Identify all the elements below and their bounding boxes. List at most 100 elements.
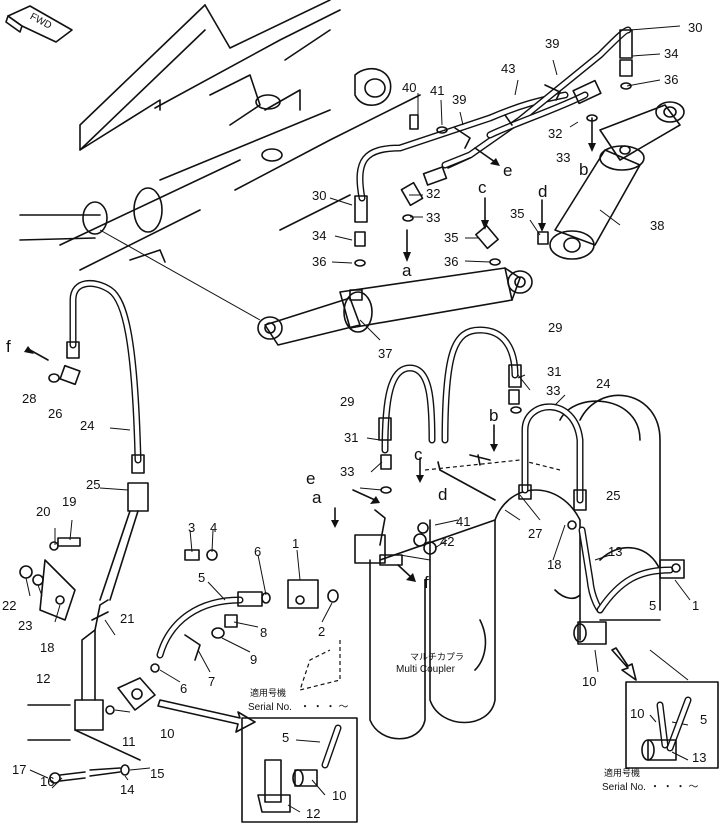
callout-18: 18 — [40, 640, 54, 655]
letter-f: f — [424, 573, 429, 592]
serial-range: ・ ・ ・ ～ — [650, 782, 698, 793]
callout-10: 10 — [332, 788, 346, 803]
callout-7: 7 — [208, 674, 215, 689]
callout-3: 3 — [188, 520, 195, 535]
callout-33: 33 — [340, 464, 354, 479]
callout-2: 2 — [318, 624, 325, 639]
callout-42: 42 — [440, 534, 454, 549]
right-hoses — [518, 403, 685, 645]
callout-41: 41 — [456, 514, 470, 529]
callout-9: 9 — [250, 652, 257, 667]
serial-label-left: 適用号機 Serial No. ・ ・ ・ ～ — [248, 687, 348, 713]
leader-lines — [25, 25, 691, 789]
callout-10: 10 — [160, 726, 174, 741]
callout-29: 29 — [548, 320, 562, 335]
inset-box-left — [241, 717, 358, 823]
callout-37: 37 — [378, 346, 392, 361]
serial-label-right: 適用号機 Serial No. ・ ・ ・ ～ — [602, 767, 698, 793]
callout-29: 29 — [340, 394, 354, 409]
callout-16: 16 — [40, 774, 54, 789]
callout-32: 32 — [548, 126, 562, 141]
callout-20: 20 — [36, 504, 50, 519]
callout-11: 11 — [122, 734, 136, 749]
callout-10: 10 — [582, 674, 596, 689]
callout-10: 10 — [630, 706, 644, 721]
callout-43: 43 — [501, 61, 515, 76]
letter-e: e — [503, 161, 512, 180]
callout-33: 33 — [546, 383, 560, 398]
callout-36: 36 — [312, 254, 326, 269]
letter-a: a — [312, 488, 322, 507]
letter-d: d — [438, 485, 447, 504]
callout-39: 39 — [545, 36, 559, 51]
callout-6: 6 — [254, 544, 261, 559]
callout-12: 12 — [306, 806, 320, 821]
callout-5: 5 — [649, 598, 656, 613]
callout-28: 28 — [22, 391, 36, 406]
callout-24: 24 — [80, 418, 94, 433]
letter-b: b — [579, 160, 588, 179]
multi-coupler-jp: マルチカプラ — [410, 652, 464, 662]
coupler-bracket-1 — [287, 579, 339, 609]
serial-en: Serial No. — [248, 702, 292, 713]
callout-31: 31 — [547, 364, 561, 379]
machine-frame — [19, 0, 421, 321]
callout-25: 25 — [86, 477, 100, 492]
callout-36: 36 — [444, 254, 458, 269]
callout-12: 12 — [36, 671, 50, 686]
callout-40: 40 — [402, 80, 416, 95]
callout-21: 21 — [120, 611, 134, 626]
callout-41: 41 — [430, 83, 444, 98]
callout-27: 27 — [528, 526, 542, 541]
callout-33: 33 — [556, 150, 570, 165]
inset-box-right — [625, 681, 719, 769]
multi-coupler-body — [299, 394, 661, 740]
center-hoses-29 — [354, 326, 522, 566]
callout-22: 22 — [2, 598, 16, 613]
hydraulic-cylinder-38 — [549, 101, 685, 260]
callout-18: 18 — [547, 557, 561, 572]
callout-5: 5 — [198, 570, 205, 585]
callout-19: 19 — [62, 494, 76, 509]
callout-38: 38 — [650, 218, 664, 233]
upper-hoses — [354, 26, 633, 267]
letter-f: f — [6, 337, 11, 356]
callout-32: 32 — [426, 186, 440, 201]
callout-5: 5 — [700, 712, 707, 727]
callout-35: 35 — [444, 230, 458, 245]
callout-25: 25 — [606, 488, 620, 503]
fwd-badge: FWD — [5, 5, 73, 43]
letter-c: c — [478, 178, 487, 197]
callout-1: 1 — [692, 598, 699, 613]
serial-jp: 適用号機 — [604, 767, 640, 778]
callout-30: 30 — [688, 20, 702, 35]
callout-34: 34 — [312, 228, 326, 243]
callout-4: 4 — [210, 520, 217, 535]
serial-en: Serial No. — [602, 782, 646, 793]
letter-c: c — [414, 445, 423, 464]
callout-13: 13 — [608, 544, 622, 559]
multi-coupler-en: Multi Coupler — [396, 664, 456, 675]
callout-24: 24 — [596, 376, 610, 391]
callout-35: 35 — [510, 206, 524, 221]
multi-coupler-label: マルチカプラ Multi Coupler — [396, 652, 464, 675]
letter-a: a — [402, 261, 412, 280]
control-lever-assembly — [19, 537, 156, 784]
callout-6: 6 — [180, 681, 187, 696]
callout-13: 13 — [692, 750, 706, 765]
callout-5: 5 — [282, 730, 289, 745]
callout-39: 39 — [452, 92, 466, 107]
callout-34: 34 — [664, 46, 678, 61]
callout-33: 33 — [426, 210, 440, 225]
callout-23: 23 — [18, 618, 32, 633]
callout-17: 17 — [12, 762, 26, 777]
callout-31: 31 — [344, 430, 358, 445]
flow-arrows — [24, 117, 637, 733]
left-hose-24 — [48, 279, 149, 601]
callout-30: 30 — [312, 188, 326, 203]
callout-36: 36 — [664, 72, 678, 87]
callout-8: 8 — [260, 625, 267, 640]
serial-range: ・ ・ ・ ～ — [300, 702, 348, 713]
callout-15: 15 — [150, 766, 164, 781]
letter-b: b — [489, 406, 498, 425]
